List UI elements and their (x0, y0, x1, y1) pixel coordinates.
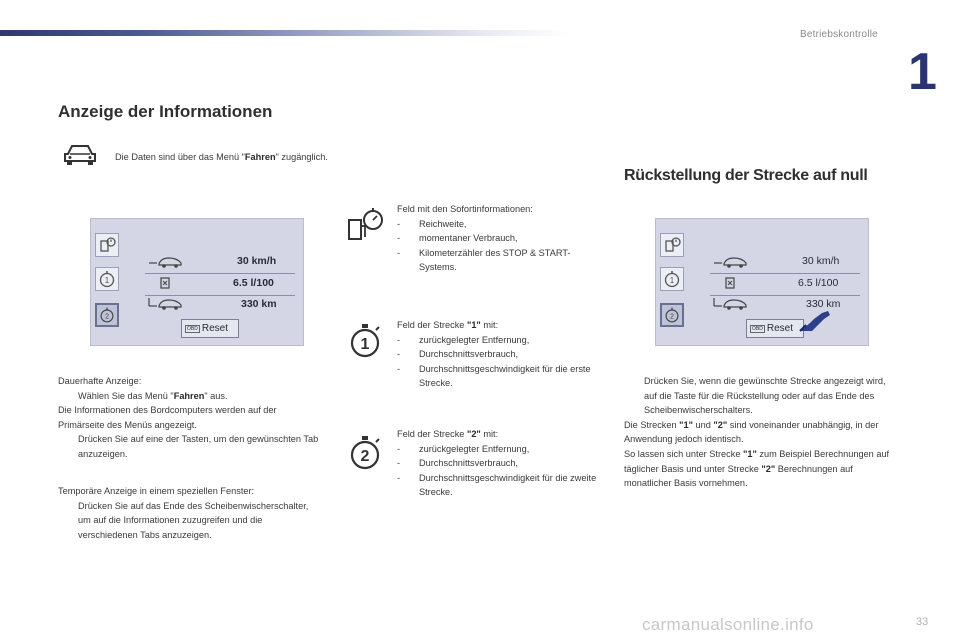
temporary-heading: Temporäre Anzeige in einem speziellen Fe… (58, 486, 255, 496)
trip1-item: -Durchschnittsgeschwindigkeit für die er… (397, 363, 591, 389)
consumption-value: 6.5 l/100 (798, 277, 839, 289)
trip-computer-screen-reset: 1 2 30 km/h 6.5 l/100 330 km OBD Reset (655, 218, 869, 346)
instant-info-block: Feld mit den Sofortinformationen: -Reich… (397, 202, 607, 275)
reset-label: Reset (766, 323, 793, 334)
fuel-pump-icon (725, 277, 735, 289)
permanent-bullet-1: Wählen Sie das Menü "Fahren" aus. (78, 390, 228, 401)
stopwatch-2-icon: 2 (350, 436, 380, 470)
trip-computer-screen: 1 2 30 km/h 6.5 l/100 330 km OBD Reset (90, 218, 304, 346)
permanent-bullet-2: Drücken Sie auf eine der Tasten, um den … (78, 434, 319, 459)
trip1-heading: Feld der Strecke "1" mit: (397, 320, 499, 330)
separator (710, 273, 860, 274)
tab-instant-button[interactable] (95, 233, 119, 257)
separator (145, 273, 295, 274)
reset-section-title: Rückstellung der Strecke auf null (624, 167, 868, 184)
consumption-value: 6.5 l/100 (233, 277, 274, 289)
svg-text:1: 1 (361, 336, 370, 353)
stopwatch-1-icon: 1 (350, 324, 380, 358)
speed-value: 30 km/h (802, 255, 840, 267)
obd-tag: OBD (750, 324, 765, 333)
car-range-icon (148, 298, 182, 310)
finger-pointer-icon (799, 311, 830, 332)
instant-item: -Kilometerzähler des STOP & START-System… (397, 247, 571, 273)
range-value: 330 km (241, 298, 277, 310)
trip1-item: -Durchschnittsverbrauch, (397, 349, 519, 360)
stopwatch-2-icon: 2 (100, 307, 114, 323)
trip2-heading: Feld der Strecke "2" mit: (397, 429, 499, 439)
reset-bullet-1: Drücken Sie, wenn die gewünschte Strecke… (644, 376, 886, 416)
temporary-display-block: Temporäre Anzeige in einem speziellen Fe… (58, 484, 323, 542)
trip2-block: Feld der Strecke "2" mit: -zurückgelegte… (397, 427, 597, 500)
reset-paragraph-1: Die Strecken "1" und "2" sind voneinande… (624, 419, 879, 445)
section-label: Betriebskontrolle (800, 29, 878, 40)
header-color-bar (0, 30, 570, 36)
page-title: Anzeige der Informationen (58, 102, 273, 121)
reset-info-block: Drücken Sie, wenn die gewünschte Strecke… (624, 374, 890, 491)
tab-trip2-button[interactable]: 2 (660, 303, 684, 327)
tab-instant-button[interactable] (660, 233, 684, 257)
car-speed-icon (714, 257, 747, 268)
temporary-bullet-1: Drücken Sie auf das Ende des Scheibenwis… (78, 500, 309, 540)
instant-info-icon (348, 208, 383, 240)
intro-text: Die Daten sind über das Menü "Fahren" zu… (115, 152, 328, 162)
trip2-item: -Durchschnittsgeschwindigkeit für die zw… (397, 472, 597, 498)
permanent-line: Die Informationen des Bordcomputers werd… (58, 405, 277, 430)
obd-tag: OBD (185, 324, 200, 333)
car-speed-icon (149, 257, 182, 268)
reset-button[interactable]: OBD Reset (746, 319, 804, 338)
tab-trip2-button[interactable]: 2 (95, 303, 119, 327)
reset-paragraph-2: So lassen sich unter Strecke "1" zum Bei… (624, 448, 890, 489)
fuel-range-icon (665, 237, 681, 252)
chapter-number: 1 (908, 43, 937, 101)
speed-value: 30 km/h (237, 255, 277, 267)
reset-label: Reset (201, 323, 228, 334)
trip1-block: Feld der Strecke "1" mit: -zurückgelegte… (397, 318, 597, 391)
instant-item: -Reichweite, (397, 218, 467, 229)
svg-text:1: 1 (105, 276, 110, 285)
permanent-heading: Dauerhafte Anzeige: (58, 376, 142, 386)
svg-text:2: 2 (670, 312, 674, 321)
separator (145, 295, 295, 296)
stopwatch-1-icon: 1 (664, 271, 680, 288)
permanent-display-block: Dauerhafte Anzeige: Wählen Sie das Menü … (58, 374, 320, 462)
trip2-item: -Durchschnittsverbrauch, (397, 458, 519, 469)
car-range-icon (713, 298, 747, 310)
trip1-item: -zurückgelegter Entfernung, (397, 334, 530, 345)
separator (710, 295, 860, 296)
instant-heading: Feld mit den Sofortinformationen: (397, 204, 533, 214)
watermark: carmanualsonline.info (642, 615, 814, 634)
svg-text:2: 2 (105, 312, 109, 321)
fuel-range-icon (100, 237, 116, 252)
range-value: 330 km (806, 298, 841, 310)
svg-text:1: 1 (670, 276, 675, 285)
page-number: 33 (916, 616, 929, 628)
stopwatch-2-icon: 2 (665, 307, 679, 323)
instant-item: -momentaner Verbrauch, (397, 233, 518, 244)
svg-text:2: 2 (361, 448, 370, 465)
tab-trip1-button[interactable]: 1 (95, 267, 119, 291)
car-menu-icon (64, 145, 96, 165)
stopwatch-1-icon: 1 (99, 271, 115, 288)
reset-button[interactable]: OBD Reset (181, 319, 239, 338)
tab-trip1-button[interactable]: 1 (660, 267, 684, 291)
fuel-pump-icon (160, 277, 170, 289)
trip2-item: -zurückgelegter Entfernung, (397, 443, 530, 454)
